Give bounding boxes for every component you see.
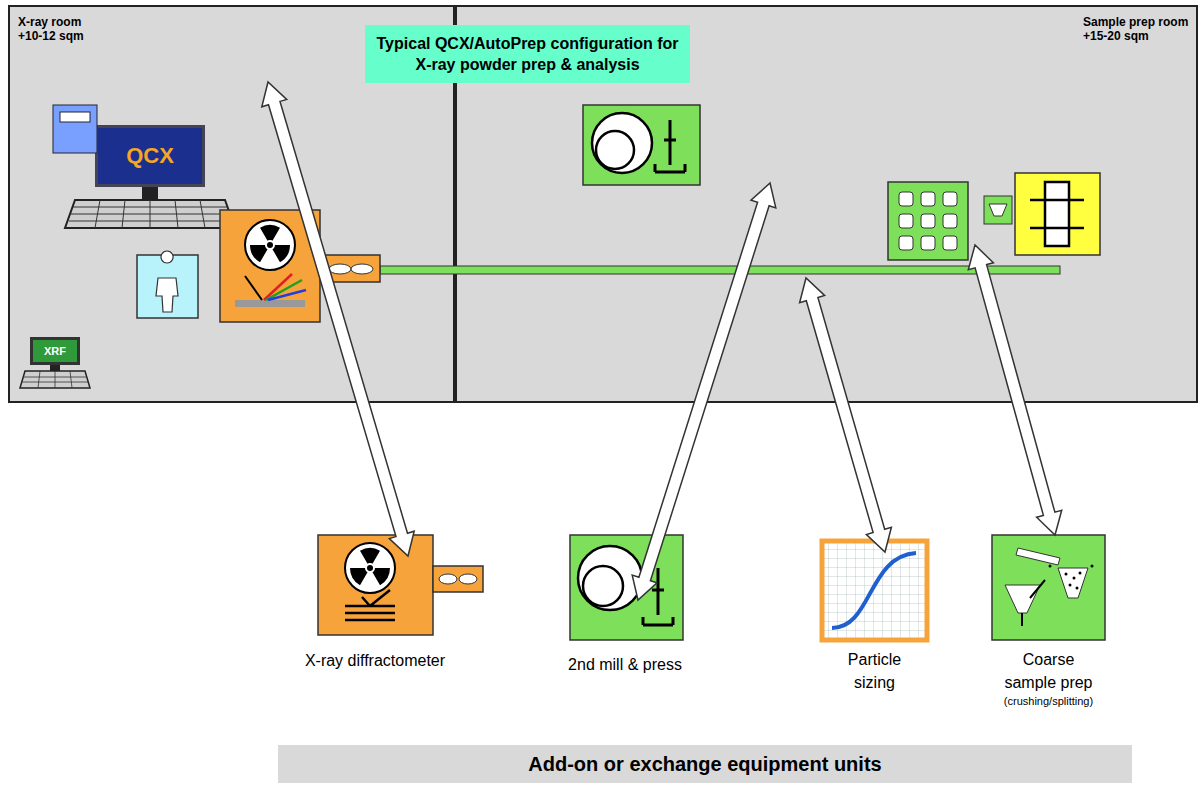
crusher-icon <box>1015 173 1100 255</box>
caption-band: Add-on or exchange equipment units <box>278 745 1132 783</box>
node-label: X-ray room +10-12 sqm <box>18 15 98 43</box>
mill-ring <box>583 566 623 606</box>
chute <box>1016 548 1060 565</box>
particle-chart <box>822 541 927 640</box>
node-label: X-ray diffractometer <box>275 649 475 672</box>
mill-icon <box>583 105 700 185</box>
radiation-symbol <box>345 543 395 593</box>
title-text: Typical QCX/AutoPrep configuration for X… <box>371 33 684 75</box>
radiation-symbol <box>245 220 295 270</box>
funnel-outlet <box>1022 580 1045 626</box>
mill-icon <box>570 535 683 640</box>
funnel <box>1058 568 1088 598</box>
equipment-unit: 2nd mill & press <box>525 535 725 685</box>
monitor-box: QCX <box>95 125 205 187</box>
node-label: Particle sizing <box>835 648 915 694</box>
splitter-icon <box>984 196 1012 224</box>
double-arrow <box>968 245 1061 535</box>
node-label: QCX <box>98 128 202 184</box>
node-label: (crushing/splitting) <box>983 694 1114 709</box>
crusher-jaw <box>1045 182 1069 246</box>
keyboard-keys <box>69 200 231 228</box>
equipment-unit: Coarse sample prep(crushing/splitting) <box>983 535 1114 725</box>
equipment-unit: X-ray diffractometer <box>275 535 475 685</box>
sample-stack <box>345 590 395 620</box>
grains <box>1049 565 1094 590</box>
node-label: 2nd mill & press <box>525 653 725 676</box>
sample-holder <box>329 264 351 274</box>
sample-holder <box>459 574 477 584</box>
keyboard <box>20 371 90 388</box>
sample-holder <box>351 264 373 274</box>
keyboard <box>65 200 235 228</box>
sample-holder <box>439 574 457 584</box>
mill-bowl <box>592 113 652 173</box>
coarse-prep-icon <box>992 535 1105 640</box>
node-label: Add-on or exchange equipment units <box>278 745 1132 783</box>
monitor-stand <box>142 187 158 200</box>
sample-stage <box>235 300 305 307</box>
equipment-unit: Particle sizing <box>822 535 927 695</box>
title-box: Typical QCX/AutoPrep configuration for X… <box>365 25 690 83</box>
node-label: Coarse sample prep <box>999 648 1099 694</box>
size-curve <box>832 553 916 628</box>
node-label: Sample prep room +15-20 sqm <box>1083 15 1195 43</box>
press-symbol <box>655 120 685 172</box>
monitor-box: XRF <box>30 337 80 365</box>
magazine-icon <box>888 182 968 260</box>
diffractometer-icon <box>318 535 433 635</box>
splitter-funnel <box>989 204 1007 216</box>
mill-ring <box>596 131 634 169</box>
printer-icon <box>53 105 97 153</box>
double-arrow <box>262 82 414 556</box>
beam <box>245 276 262 300</box>
node-label: XRF <box>33 340 77 362</box>
double-arrow <box>800 278 892 552</box>
crusher-lines <box>1030 200 1084 228</box>
monitor-stand <box>50 365 60 371</box>
printer-paper <box>60 112 90 122</box>
keyboard-keys <box>21 371 89 388</box>
funnel <box>1005 585 1040 613</box>
operator-figure <box>156 251 178 312</box>
double-arrow <box>632 183 776 600</box>
sample-changer <box>433 566 483 592</box>
magazine-slots <box>899 192 957 250</box>
beam <box>268 290 306 300</box>
transport-rail <box>380 266 1060 274</box>
